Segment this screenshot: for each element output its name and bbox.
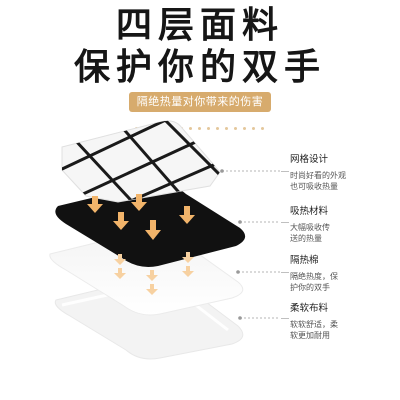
headline-line-1: 四层面料: [115, 5, 284, 46]
subtitle-banner: 隔绝热量对你带来的伤害: [129, 92, 271, 112]
faint-arrow-icon: [182, 266, 194, 277]
callout-description: 大幅吸收传 送的热量: [290, 223, 330, 243]
headline-line-2: 保护你的双手: [73, 47, 326, 88]
mesh-layer: [61, 120, 221, 203]
callout-title: 柔软布料: [290, 303, 329, 314]
callout-title: 隔热棉: [290, 255, 319, 266]
callout-description: 时尚好看的外观 也可吸收热量: [290, 171, 346, 191]
heat-arrow-icon: [131, 194, 147, 211]
leader-lines: [222, 170, 280, 319]
callout-mesh-design: 网格设计 时尚好看的外观 也可吸收热量: [290, 153, 400, 192]
faint-arrow-icon: [114, 268, 126, 279]
heat-arrow-group: [87, 194, 195, 240]
callout-description: 隔绝热度，保 护你的双手: [290, 272, 338, 292]
heat-arrow-icon: [87, 196, 103, 213]
faint-arrow-icon: [182, 252, 194, 263]
callout-heat-absorbing: 吸热材料 大幅吸收传 送的热量: [290, 205, 400, 244]
heat-arrow-icon: [113, 212, 129, 230]
callout-soft-fabric: 柔软布料 软软舒适，柔 软更加耐用: [290, 302, 400, 341]
callout-insulation-cotton: 隔热棉 隔绝热度，保 护你的双手: [290, 254, 400, 293]
heat-arrow-icon: [179, 206, 195, 224]
callout-title: 吸热材料: [290, 206, 329, 217]
faint-arrow-icon: [114, 254, 126, 265]
heat-arrow-icon: [145, 220, 161, 240]
callout-description: 软软舒适，柔 软更加耐用: [290, 320, 338, 340]
faint-arrow-icon: [146, 270, 158, 281]
faint-arrow-icon: [146, 284, 158, 295]
callout-title: 网格设计: [290, 154, 329, 165]
faint-arrow-group: [114, 252, 194, 295]
